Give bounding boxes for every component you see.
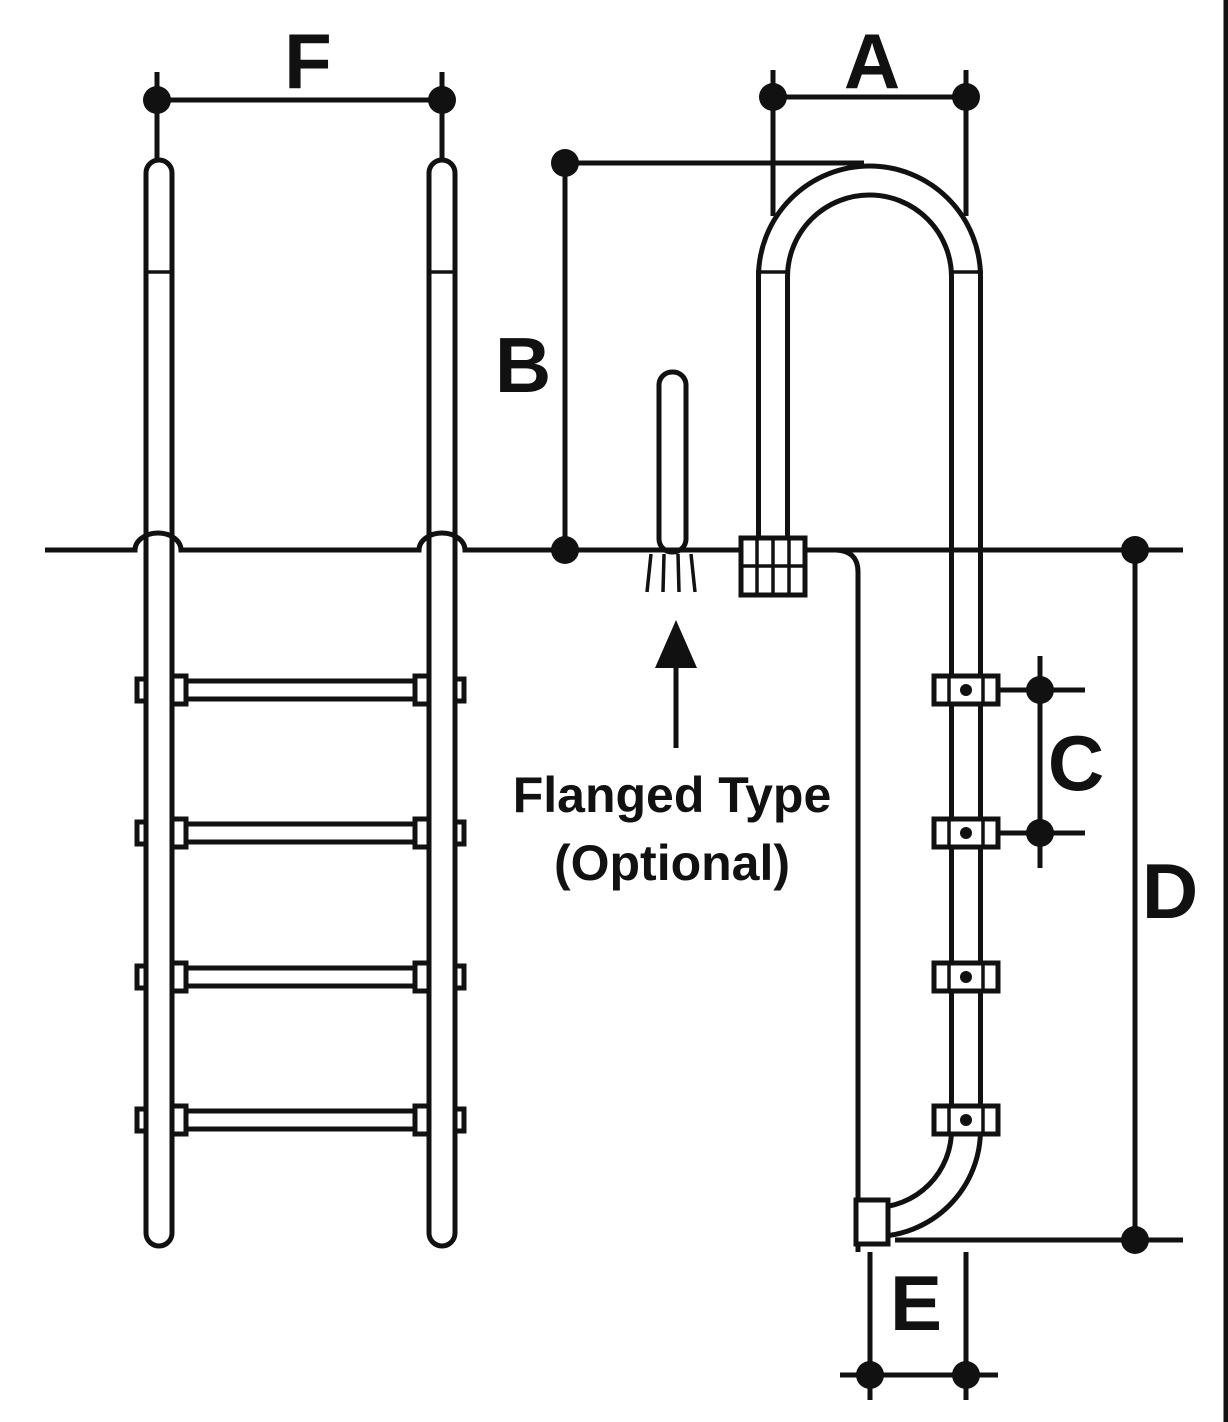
- up-arrow-icon: [655, 620, 697, 668]
- dimension-F: F: [143, 17, 456, 158]
- stub-center-dot: [960, 684, 972, 696]
- rung-end-tick: [452, 676, 467, 704]
- dimension-dot: [1026, 819, 1054, 847]
- rung-end-tick: [452, 1106, 467, 1134]
- dimension-dot: [952, 1361, 980, 1389]
- dimension-label-E: E: [890, 1259, 942, 1347]
- rung-clamp: [412, 816, 432, 850]
- stub-center-dot: [960, 827, 972, 839]
- rung-clamp: [169, 960, 189, 994]
- side-rung-stub: [931, 816, 1001, 850]
- pool-wall-line: [835, 547, 861, 1252]
- anchor-prong: [645, 553, 653, 593]
- dimension-dot: [856, 1361, 884, 1389]
- flanged-anchor-tube: [656, 369, 689, 555]
- rung: [134, 816, 467, 850]
- rung-clamp: [169, 673, 189, 707]
- front-view-ladder: [134, 157, 467, 1249]
- dimension-label-C: C: [1048, 719, 1104, 807]
- dimension-label-B: B: [495, 321, 551, 409]
- callout-line1: Flanged Type: [513, 767, 832, 823]
- dimension-dot: [759, 83, 787, 111]
- dimension-dot: [428, 86, 456, 114]
- rung-tube: [169, 1108, 432, 1132]
- rung-end-tick: [452, 819, 467, 847]
- dimension-label-A: A: [844, 17, 900, 105]
- rung-end-tick: [134, 1106, 149, 1134]
- stub-center-dot: [960, 971, 972, 983]
- front-rail-left: [143, 157, 175, 1249]
- flanged-anchor-prongs: [645, 553, 697, 593]
- rung-end-tick: [134, 676, 149, 704]
- dimension-dot: [551, 536, 579, 564]
- side-rung-stub: [931, 673, 1001, 707]
- anchor-prong: [676, 553, 681, 593]
- dimension-dot: [1026, 676, 1054, 704]
- deck-line: [45, 530, 1183, 553]
- rung-end-tick: [452, 963, 467, 991]
- rung: [134, 960, 467, 994]
- dimension-C: C: [998, 656, 1104, 868]
- side-view-ladder: [756, 163, 983, 1239]
- dimension-A: A: [759, 17, 980, 216]
- dimension-dot: [551, 149, 579, 177]
- rung-clamp: [169, 816, 189, 850]
- front-rail-right: [426, 157, 458, 1249]
- anchor-prong: [689, 553, 697, 593]
- rung-tube: [169, 965, 432, 989]
- rung-end-tick: [134, 963, 149, 991]
- stub-center-dot: [960, 1114, 972, 1126]
- dimension-label-D: D: [1142, 847, 1198, 935]
- deck-and-wall: [45, 530, 1183, 1252]
- rung-end-tick: [134, 819, 149, 847]
- rung-clamp: [412, 673, 432, 707]
- side-rung-stub: [931, 960, 1001, 994]
- bottom-wall-plate: [853, 1197, 891, 1247]
- dimension-B: B: [495, 149, 864, 564]
- side-rail-tube-bore: [761, 168, 978, 1234]
- flanged-type-callout: Flanged Type (Optional): [513, 620, 832, 891]
- dimension-dot: [952, 83, 980, 111]
- side-rung-stub: [931, 1103, 1001, 1137]
- rung: [134, 1103, 467, 1137]
- deck-flange: [738, 535, 808, 598]
- rung-clamp: [169, 1103, 189, 1137]
- dimension-dot: [143, 86, 171, 114]
- dimension-E: E: [840, 1252, 998, 1400]
- rung-tube: [169, 678, 432, 702]
- rung: [134, 673, 467, 707]
- dimension-label-F: F: [284, 17, 332, 105]
- rung-tube: [169, 821, 432, 845]
- dimension-D: D: [895, 536, 1198, 1254]
- rung-clamp: [412, 1103, 432, 1137]
- anchor-prong: [661, 553, 666, 593]
- rung-clamp: [412, 960, 432, 994]
- callout-line2: (Optional): [554, 835, 790, 891]
- dimension-dot: [1121, 536, 1149, 564]
- dimension-dot: [1121, 1226, 1149, 1254]
